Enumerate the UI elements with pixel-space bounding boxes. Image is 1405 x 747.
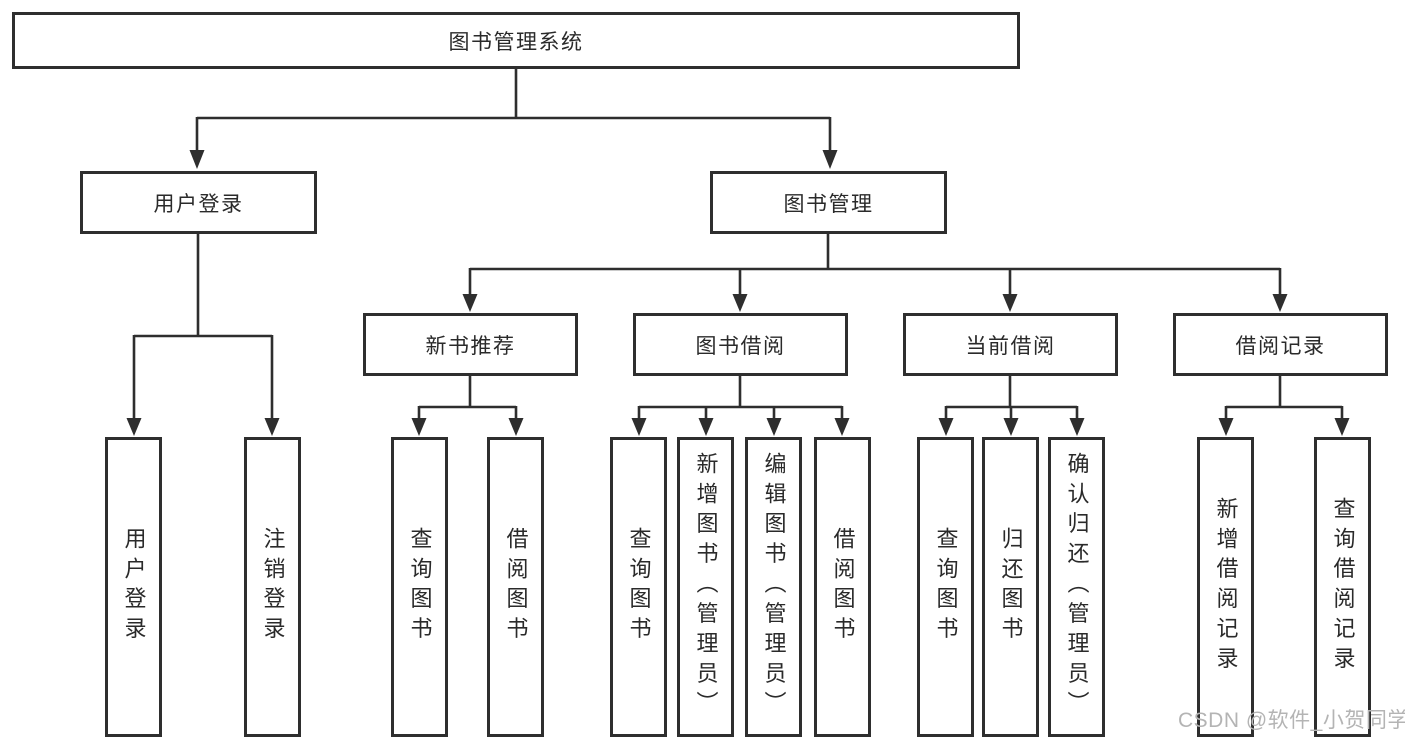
leaf-logout: 注销登录 <box>244 437 301 737</box>
node-current-borrow: 当前借阅 <box>903 313 1118 376</box>
arrowhead-icons <box>126 150 1350 436</box>
leaf-query-books-current: 查询图书 <box>917 437 974 737</box>
node-book-management: 图书管理 <box>710 171 947 234</box>
leaf-return-books: 归还图书 <box>982 437 1039 737</box>
node-user-login: 用户登录 <box>80 171 317 234</box>
leaf-query-books-recommend: 查询图书 <box>391 437 448 737</box>
node-borrow-records: 借阅记录 <box>1173 313 1388 376</box>
leaf-add-books-admin: 新增图书（管理员） <box>677 437 734 737</box>
leaf-edit-books-admin: 编辑图书（管理员） <box>745 437 802 737</box>
node-new-book-recommend: 新书推荐 <box>363 313 578 376</box>
leaf-query-books-borrow: 查询图书 <box>610 437 667 737</box>
node-root: 图书管理系统 <box>12 12 1020 69</box>
leaf-query-borrow-record: 查询借阅记录 <box>1314 437 1371 737</box>
leaf-confirm-return-admin: 确认归还（管理员） <box>1048 437 1105 737</box>
csdn-watermark: CSDN @软件_小贺同学 <box>1178 709 1405 732</box>
leaf-user-login: 用户登录 <box>105 437 162 737</box>
leaf-borrow-books: 借阅图书 <box>814 437 871 737</box>
leaf-borrow-books-recommend: 借阅图书 <box>487 437 544 737</box>
leaf-add-borrow-record: 新增借阅记录 <box>1197 437 1254 737</box>
node-book-borrow: 图书借阅 <box>633 313 848 376</box>
